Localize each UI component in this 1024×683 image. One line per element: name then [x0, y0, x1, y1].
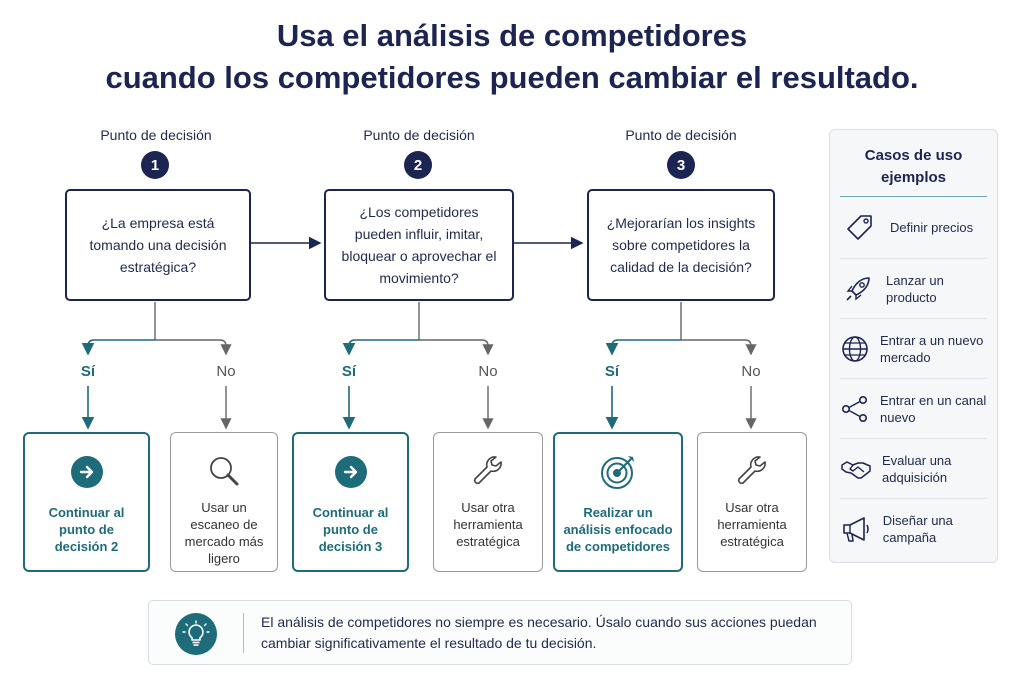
use-cases-title-underline [840, 196, 987, 197]
outcome-no-1: Usar un escaneo de mercado más ligero [170, 432, 278, 572]
no-label-2: No [478, 363, 498, 380]
outcome-yes-text-2: Continuar al punto de decisión 3 [312, 505, 389, 554]
decision-question-1: ¿La empresa está tomando una decisión es… [65, 189, 251, 301]
outcome-yes-1: Continuar al punto de decisión 2 [23, 432, 150, 572]
use-case-item-new-channel: Entrar en un canal nuevo [840, 379, 987, 438]
outcome-no-3: Usar otra herramienta estratégica [697, 432, 807, 572]
page-title-line-1: Usa el análisis de competidores [276, 18, 748, 53]
outcome-no-2: Usar otra herramienta estratégica [433, 432, 543, 572]
tip-note: El análisis de competidores no siempre e… [148, 600, 852, 665]
use-case-separator [840, 498, 987, 499]
use-case-label: Definir precios [890, 220, 974, 235]
outcome-no-text-3: Usar otra herramienta estratégica [717, 500, 787, 549]
use-case-separator [840, 378, 987, 379]
outcome-yes-2: Continuar al punto de decisión 3 [292, 432, 409, 572]
branch-lines-2 [342, 302, 494, 430]
no-label-3: No [741, 363, 761, 380]
use-case-item-new-market: Entrar a un nuevo mercado [840, 319, 987, 378]
magnifier-icon [206, 453, 242, 489]
outcome-yes-3: Realizar un análisis enfocado de competi… [553, 432, 683, 572]
note-text: El análisis de competidores no siempre e… [261, 614, 817, 651]
use-case-label: Lanzar un producto [886, 272, 944, 305]
use-case-separator [840, 258, 987, 259]
decision-question-text-3: ¿Mejorarían los insights sobre competido… [606, 215, 756, 275]
use-case-label: Entrar en un canal nuevo [880, 392, 987, 425]
use-cases-panel: Casos de uso ejemplos Definir precios La… [829, 129, 998, 563]
use-case-label: Diseñar una campaña [882, 512, 953, 545]
use-case-label: Evaluar una adquisición [882, 452, 952, 485]
use-case-item-pricing: Definir precios [840, 198, 987, 257]
rocket-icon [840, 274, 876, 304]
decision-number-badge-3: 3 [667, 151, 695, 179]
outcome-no-text-1: Usar un escaneo de mercado más ligero [184, 500, 264, 566]
use-case-item-launch: Lanzar un producto [840, 259, 987, 318]
globe-icon [840, 334, 870, 364]
branch-lines-3 [605, 302, 757, 430]
decision-question-2: ¿Los competidores pueden influir, imitar… [324, 189, 514, 301]
use-case-label: Entrar a un nuevo mercado [880, 332, 984, 365]
wrench-icon [734, 453, 770, 489]
decision-point-label-3: Punto de decisión [625, 127, 737, 143]
arrow-right-icon [334, 456, 367, 488]
use-case-separator [840, 438, 987, 439]
target-icon [599, 454, 637, 490]
handshake-icon [840, 454, 872, 484]
yes-label-2: Sí [341, 363, 357, 380]
lightbulb-icon [175, 613, 217, 655]
decision-question-3: ¿Mejorarían los insights sobre competido… [587, 189, 775, 301]
use-cases-title: Casos de uso ejemplos [864, 147, 963, 186]
decision-number-badge-2: 2 [404, 151, 432, 179]
decision-number-badge-1: 1 [141, 151, 169, 179]
arrow-right-icon [70, 456, 103, 488]
decision-question-text-2: ¿Los competidores pueden influir, imitar… [341, 204, 497, 286]
outcome-yes-text-1: Continuar al punto de decisión 2 [48, 505, 125, 554]
yes-label-1: Sí [80, 363, 96, 380]
page-title-line-2: cuando los competidores pueden cambiar e… [105, 60, 919, 95]
share-nodes-icon [840, 394, 870, 424]
use-case-separator [840, 318, 987, 319]
decision-question-text-1: ¿La empresa está tomando una decisión es… [89, 215, 227, 275]
use-case-item-acquisition: Evaluar una adquisición [840, 439, 987, 498]
wrench-icon [470, 453, 506, 489]
outcome-no-text-2: Usar otra herramienta estratégica [453, 500, 523, 549]
decision-point-label-2: Punto de decisión [363, 127, 475, 143]
branch-lines-1 [81, 302, 232, 430]
yes-label-3: Sí [604, 363, 620, 380]
no-label-1: No [216, 363, 236, 380]
decision-point-label-1: Punto de decisión [100, 127, 212, 143]
use-case-item-campaign: Diseñar una campaña [840, 499, 987, 558]
megaphone-icon [840, 514, 873, 544]
price-tag-icon [840, 213, 880, 243]
outcome-yes-text-3: Realizar un análisis enfocado de competi… [563, 505, 673, 554]
note-divider [243, 613, 244, 653]
